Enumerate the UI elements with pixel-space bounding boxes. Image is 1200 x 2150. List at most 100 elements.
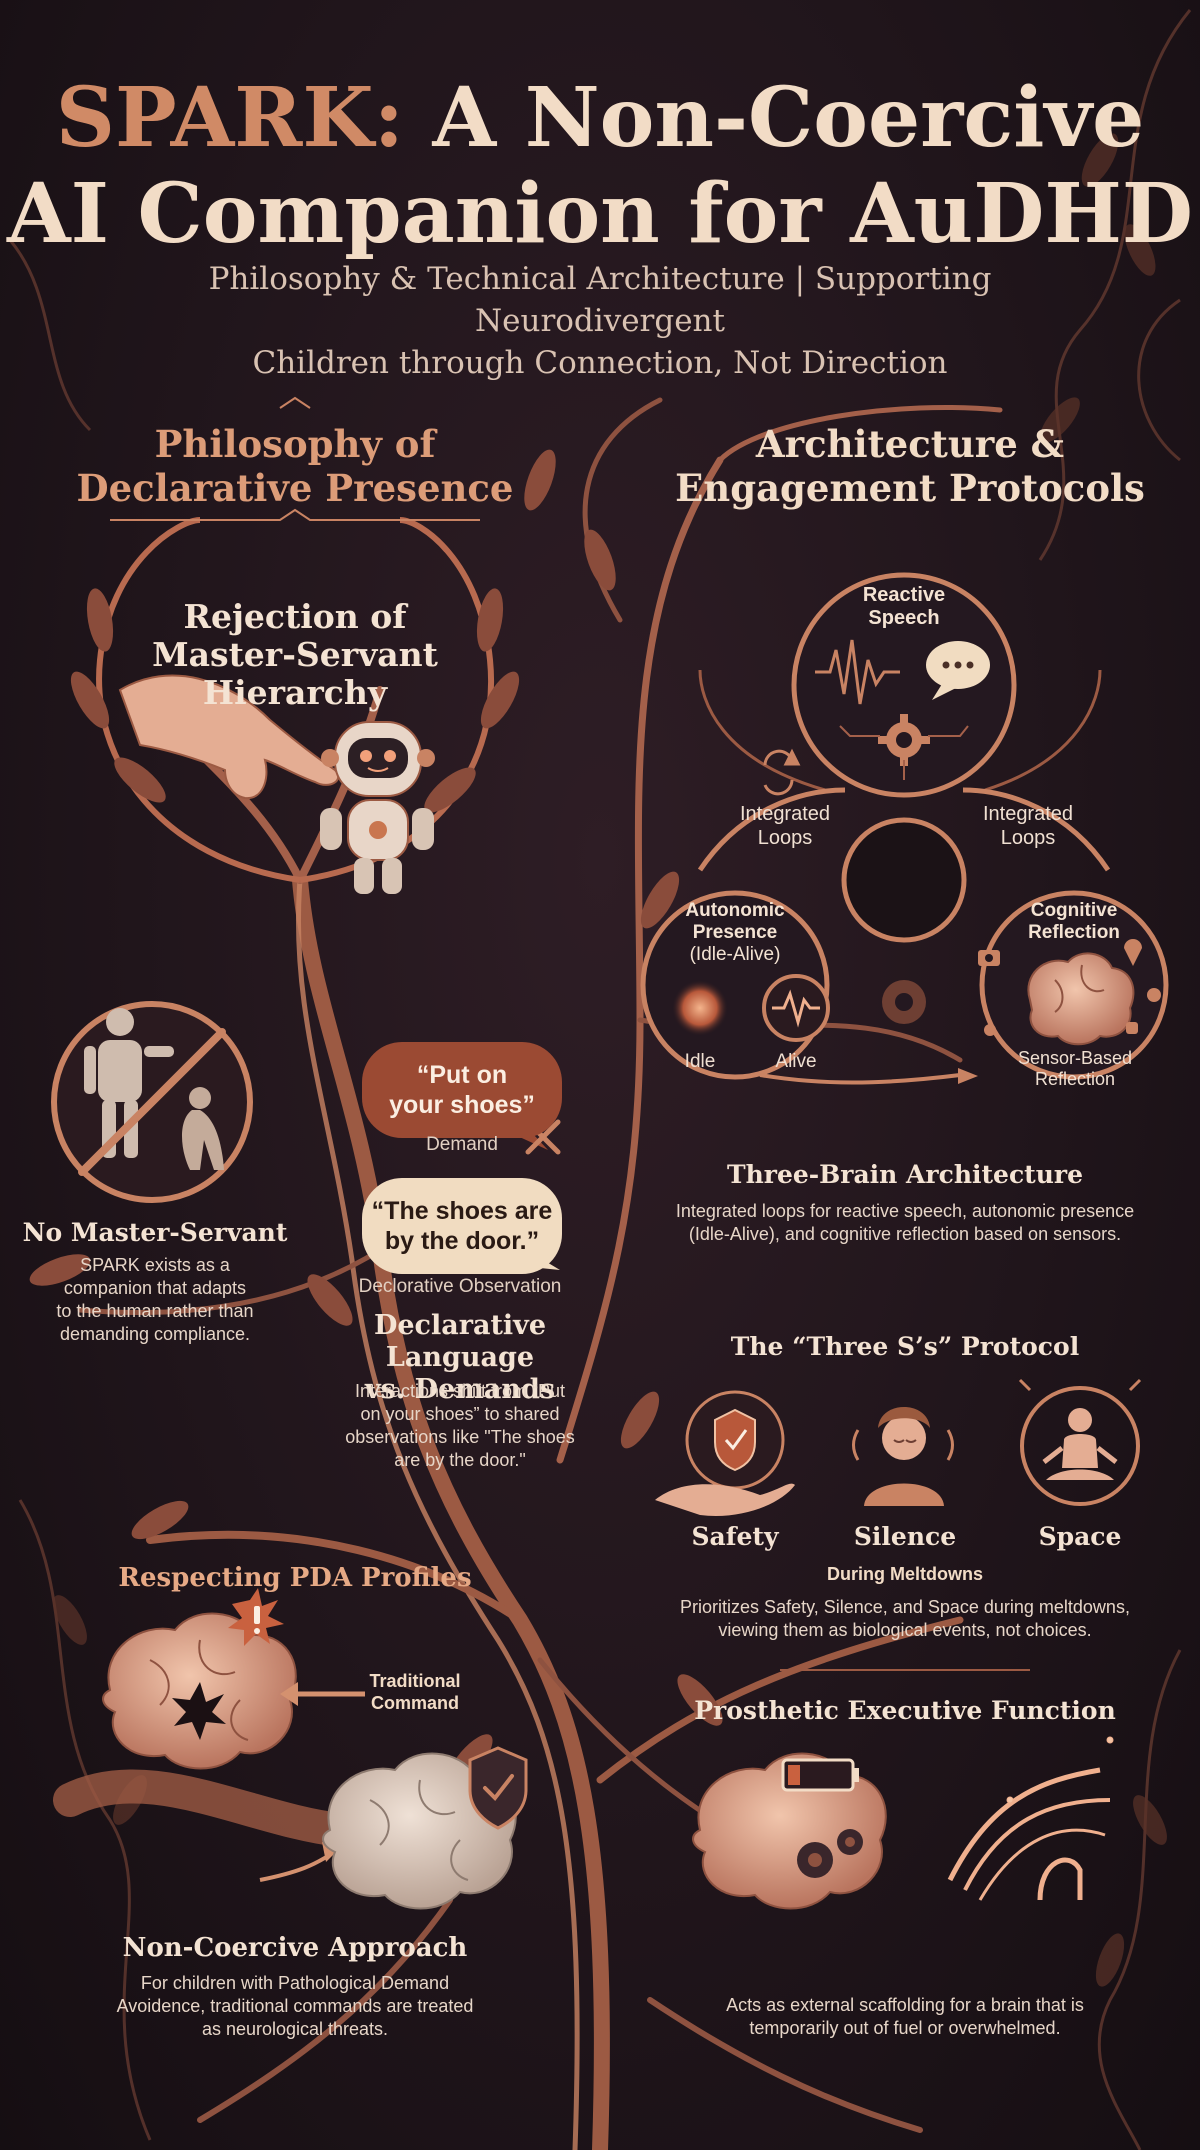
three-brain-body: Integrated loops for reactive speech, au… [650,1200,1160,1246]
subtitle-line-2: Children through Connection, Not Directi… [252,345,948,381]
space-icon [1018,1378,1142,1506]
observation-label: Declorative Observation [358,1276,562,1297]
demand-line-2: your shoes” [389,1091,535,1119]
cognitive-reflection-label: Cognitive Reflection [1004,900,1144,944]
declarative-body-line-1: Interactions shift from “Put [354,1381,566,1401]
command-line-2: Command [370,1693,459,1713]
alive-label: Alive [775,1051,817,1072]
safety-icon [655,1390,795,1516]
observation-line-1: “The shoes are [371,1197,553,1225]
subtitle: Philosophy & Technical Architecture | Su… [80,258,1120,384]
reactive-line-1: Reactive [862,584,946,606]
left-section-title: Philosophy of Declarative Presence [40,422,550,510]
main-title: SPARK: A Non-Coercive AI Companion for A… [0,70,1200,262]
prosthetic-body-line-1: Acts as external scaffolding for a brain… [726,1995,1084,2015]
three-s-title: The “Three S’s” Protocol [730,1332,1080,1361]
gear-icon [878,714,930,766]
scaffold-glow-icon [947,1736,1114,1901]
idle-glow-icon [672,980,728,1036]
demand-line-1: “Put on [416,1061,508,1089]
non-coercive-body-line-3: as neurological threats. [201,2019,389,2039]
observation-line-2: by the door.” [384,1227,540,1255]
autonomic-line-3: (Idle-Alive) [689,944,781,965]
no-master-title: No Master-Servant [22,1218,288,1247]
rejection-title-line-2: Master-Servant [152,635,438,674]
three-s-body-line-2: viewing them as biological events, not c… [718,1620,1092,1640]
non-coercive-body-line-1: For children with Pathological Demand [140,1973,450,1993]
non-coercive-body: For children with Pathological Demand Av… [80,1972,510,2041]
right-section-title: Architecture & Engagement Protocols [660,422,1160,510]
autonomic-line-1: Autonomic [685,900,785,921]
rejection-title: Rejection of Master-Servant Hierarchy [130,598,460,712]
speech-wave-icon [815,639,900,705]
declarative-body: Interactions shift from “Put on your sho… [330,1380,590,1472]
circuit-lines [839,725,969,780]
three-s-body-line-1: Prioritizes Safety, Silence, and Space d… [680,1597,1130,1617]
cognitive-line-1: Cognitive [1030,900,1118,921]
alive-pulse-icon [762,974,830,1042]
loops-left-line-1: Integrated [739,803,831,825]
three-brain-body-line-1: Integrated loops for reactive speech, au… [675,1201,1135,1221]
sensor-icons [978,939,1161,1036]
no-master-body-line-3: to the human rather than [56,1301,254,1321]
title-rest: A Non-Coercive [432,70,1145,166]
declarative-body-line-3: observations like "The shoes [345,1427,575,1447]
reactive-line-2: Speech [868,607,940,629]
no-master-body-line-1: SPARK exists as a [80,1255,230,1275]
left-section-title-line-1: Philosophy of [154,422,436,466]
declarative-title-line-2: vs. Demands [364,1374,556,1405]
autonomic-line-2: Presence [692,922,778,943]
space-label: Space [1038,1522,1122,1551]
integrated-loops-right-label: Integrated Loops [963,802,1093,850]
silence-label: Silence [853,1522,957,1551]
traditional-command-label: Traditional Command [355,1670,475,1714]
loops-left-line-2: Loops [757,827,813,849]
demand-label: Demand [426,1134,498,1155]
calm-brain-icon [53,1746,528,1910]
during-meltdowns-label: During Meltdowns [827,1564,983,1584]
chat-bubble-icon [926,641,990,700]
corner-leaves [53,133,1167,1987]
sensor-line-1: Sensor-Based [1017,1048,1133,1068]
safety-label: Safety [691,1522,779,1551]
diagram-gear-icon [882,980,926,1024]
loops-right-line-1: Integrated [982,803,1074,825]
pda-title: Respecting PDA Profiles [118,1563,472,1593]
title-accent: SPARK: [55,70,404,166]
loops-right-line-2: Loops [1000,827,1056,849]
sensor-brain-icon [1027,952,1135,1046]
demand-bubble: “Put on your shoes” [362,1042,562,1138]
declarative-title: Declarative Language vs. Demands [300,1310,620,1406]
no-master-body-line-4: demanding compliance. [59,1324,251,1344]
sensor-line-2: Reflection [1034,1069,1116,1089]
three-s-body: Prioritizes Safety, Silence, and Space d… [660,1596,1150,1642]
prohibition-icon [51,1001,253,1203]
three-brain-body-line-2: (Idle-Alive), and cognitive reflection b… [688,1224,1122,1244]
prosthetic-title: Prosthetic Executive Function [694,1696,1116,1725]
hand-illustration [118,674,340,800]
autonomic-presence-label: Autonomic Presence (Idle-Alive) [670,900,800,966]
rejection-title-line-1: Rejection of [183,597,407,636]
tree-leaves [29,449,723,1786]
declarative-body-line-4: are by the door." [394,1450,526,1470]
integrated-loops-left-label: Integrated Loops [720,802,850,850]
cognitive-line-2: Reflection [1028,922,1120,943]
loop-arrows-icon [763,748,801,796]
non-coercive-title: Non-Coercive Approach [122,1933,468,1963]
idle-label: Idle [684,1051,716,1072]
battery-brain-icon [692,1752,887,1910]
non-coercive-body-line-2: Avoidence, traditional commands are trea… [116,1996,474,2016]
no-master-body: SPARK exists as a companion that adapts … [30,1254,280,1346]
right-section-title-line-1: Architecture & [755,422,1065,466]
title-ornament [110,396,480,521]
observation-bubble: “The shoes are by the door.” [362,1178,562,1274]
reactive-speech-label: Reactive Speech [834,584,974,630]
left-section-title-line-2: Declarative Presence [76,466,514,510]
subtitle-line-1: Philosophy & Technical Architecture | Su… [208,261,992,339]
prosthetic-body: Acts as external scaffolding for a brain… [660,1994,1150,2040]
sensor-reflection-label: Sensor-Based Reflection [990,1048,1160,1090]
right-section-title-line-2: Engagement Protocols [675,466,1145,510]
title-line-2: AI Companion for AuDHD [7,166,1193,262]
